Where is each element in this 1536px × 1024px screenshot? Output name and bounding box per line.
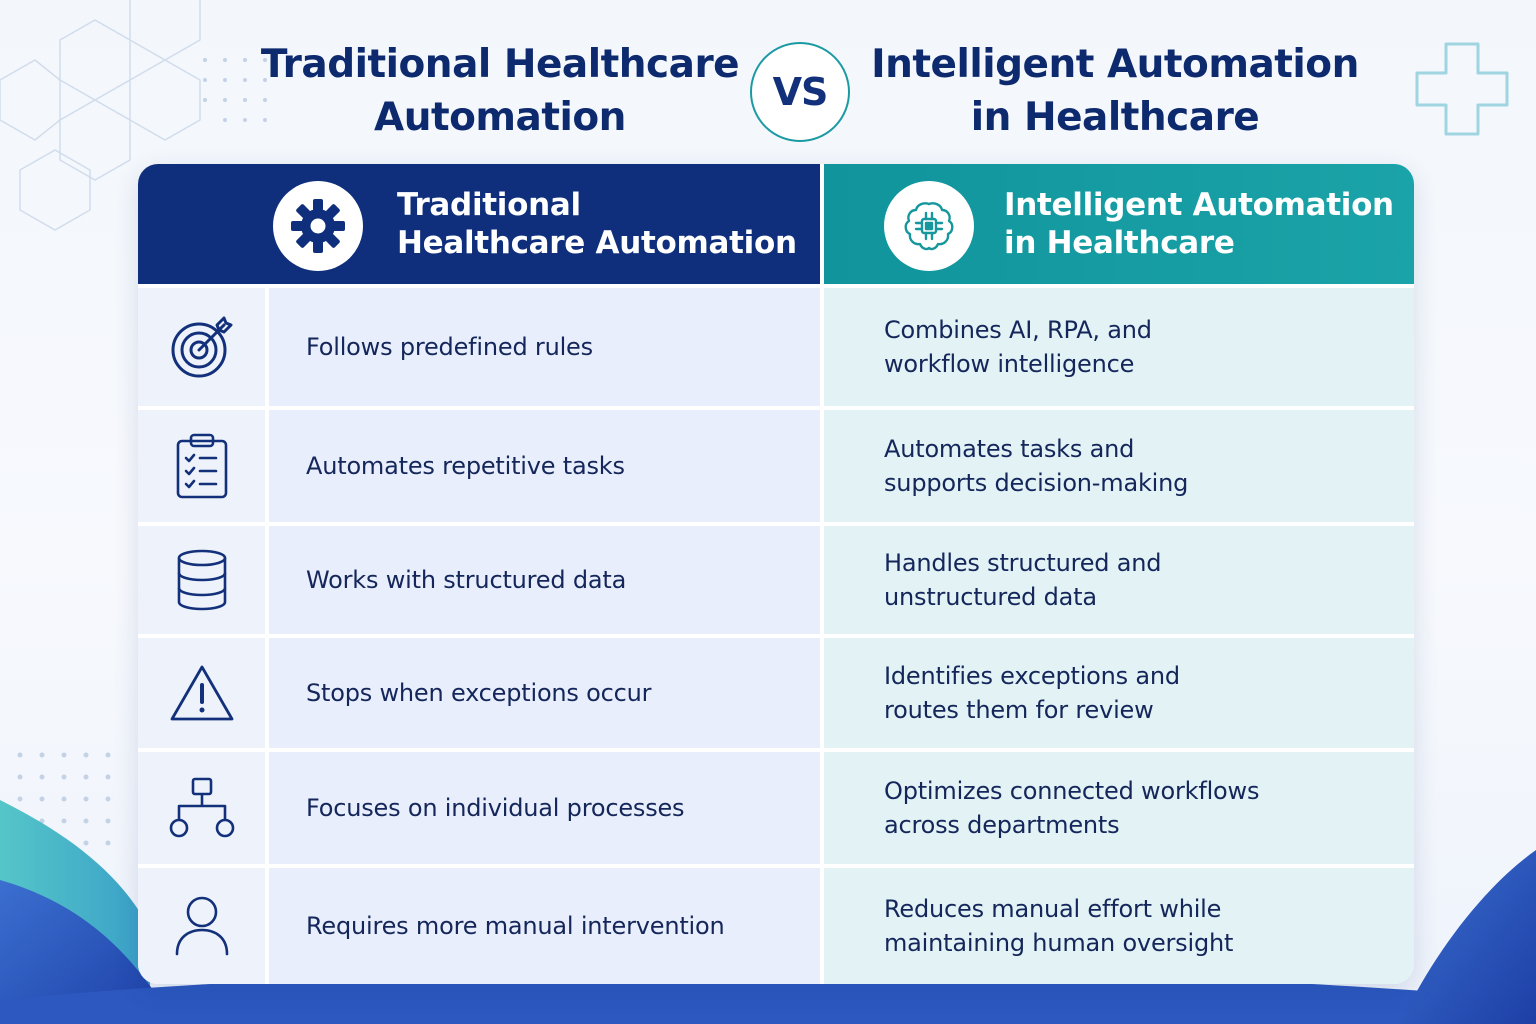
traditional-header-line-1: Traditional [397, 187, 581, 223]
traditional-cell: Works with structured data [269, 526, 820, 634]
intelligent-cell-line: routes them for review [884, 696, 1154, 724]
traditional-title-line-1: Traditional Healthcare [260, 42, 740, 87]
database-icon [138, 526, 265, 634]
traditional-cell-text: Stops when exceptions occur [306, 679, 652, 707]
intelligent-cell-text: Combines AI, RPA, and workflow intelligen… [884, 313, 1152, 381]
person-icon [138, 868, 265, 984]
table-row: Stops when exceptions occur Identifies e… [138, 638, 1414, 748]
intelligent-cell: Identifies exceptions and routes them for… [824, 638, 1414, 748]
table-row: Automates repetitive tasks Automates tas… [138, 410, 1414, 522]
wave-blue-left [0, 880, 170, 1024]
intelligent-title-line-1: Intelligent Automation [871, 42, 1359, 87]
target-icon [138, 288, 265, 406]
intelligent-header-line-2: in Healthcare [1004, 225, 1235, 261]
intelligent-cell-line: workflow intelligence [884, 350, 1135, 378]
wave-blue-right [1400, 850, 1536, 1024]
table-row: Requires more manual intervention Reduce… [138, 868, 1414, 984]
intelligent-title-line-2: in Healthcare [970, 95, 1260, 140]
intelligent-cell-text: Optimizes connected workflows across depa… [884, 774, 1259, 842]
intelligent-cell-line: unstructured data [884, 583, 1097, 611]
intelligent-header-line-1: Intelligent Automation [1004, 187, 1394, 223]
traditional-cell: Follows predefined rules [269, 288, 820, 406]
intelligent-cell: Handles structured and unstructured data [824, 526, 1414, 634]
table-row: Works with structured data Handles struc… [138, 526, 1414, 634]
traditional-cell-text: Follows predefined rules [306, 333, 593, 361]
traditional-cell: Requires more manual intervention [269, 868, 820, 984]
table-row: Follows predefined rules Combines AI, RP… [138, 288, 1414, 406]
intelligent-title: Intelligent Automation in Healthcare [860, 38, 1370, 144]
traditional-cell-text: Focuses on individual processes [306, 794, 685, 822]
intelligent-cell-line: Handles structured and [884, 549, 1162, 577]
intelligent-cell-text: Reduces manual effort while maintaining h… [884, 892, 1233, 960]
intelligent-header-label: Intelligent Automation in Healthcare [1004, 186, 1394, 262]
intelligent-cell-text: Identifies exceptions and routes them for… [884, 659, 1180, 727]
warning-triangle-icon [138, 638, 265, 748]
intelligent-cell-line: supports decision-making [884, 469, 1189, 497]
intelligent-column-header: Intelligent Automation in Healthcare [824, 164, 1414, 284]
traditional-cell-text: Works with structured data [306, 566, 627, 594]
traditional-cell-text: Automates repetitive tasks [306, 452, 625, 480]
intelligent-cell-line: Reduces manual effort while [884, 895, 1222, 923]
vs-badge: VS [750, 42, 850, 142]
intelligent-cell-line: Optimizes connected workflows [884, 777, 1260, 805]
gear-icon [273, 181, 363, 271]
intelligent-cell: Combines AI, RPA, and workflow intelligen… [824, 288, 1414, 406]
intelligent-cell-line: Automates tasks and [884, 435, 1135, 463]
traditional-cell: Focuses on individual processes [269, 752, 820, 864]
intelligent-cell-line: across departments [884, 811, 1120, 839]
intelligent-cell-line: Combines AI, RPA, and [884, 316, 1152, 344]
comparison-table: Traditional Healthcare Automation Intell… [138, 164, 1414, 984]
table-row: Focuses on individual processes Optimize… [138, 752, 1414, 864]
intelligent-cell: Reduces manual effort while maintaining h… [824, 868, 1414, 984]
clipboard-checklist-icon [138, 410, 265, 522]
traditional-title: Traditional Healthcare Automation [250, 38, 750, 144]
intelligent-cell-line: Identifies exceptions and [884, 662, 1180, 690]
traditional-cell-text: Requires more manual intervention [306, 912, 725, 940]
traditional-cell: Stops when exceptions occur [269, 638, 820, 748]
intelligent-cell: Automates tasks and supports decision-mak… [824, 410, 1414, 522]
traditional-cell: Automates repetitive tasks [269, 410, 820, 522]
intelligent-cell-text: Automates tasks and supports decision-mak… [884, 432, 1188, 500]
dot-grid-decoration [17, 58, 267, 846]
traditional-title-line-2: Automation [374, 95, 626, 140]
ai-brain-chip-icon [884, 181, 974, 271]
traditional-header-label: Traditional Healthcare Automation [397, 186, 797, 262]
intelligent-cell-line: maintaining human oversight [884, 929, 1234, 957]
traditional-header-line-2: Healthcare Automation [397, 225, 797, 261]
traditional-column-header: Traditional Healthcare Automation [138, 164, 820, 284]
intelligent-cell: Optimizes connected workflows across depa… [824, 752, 1414, 864]
hierarchy-icon [138, 752, 265, 864]
intelligent-cell-text: Handles structured and unstructured data [884, 546, 1161, 614]
hexagon-network-decoration [0, 0, 201, 231]
medical-cross-icon [1415, 42, 1509, 136]
